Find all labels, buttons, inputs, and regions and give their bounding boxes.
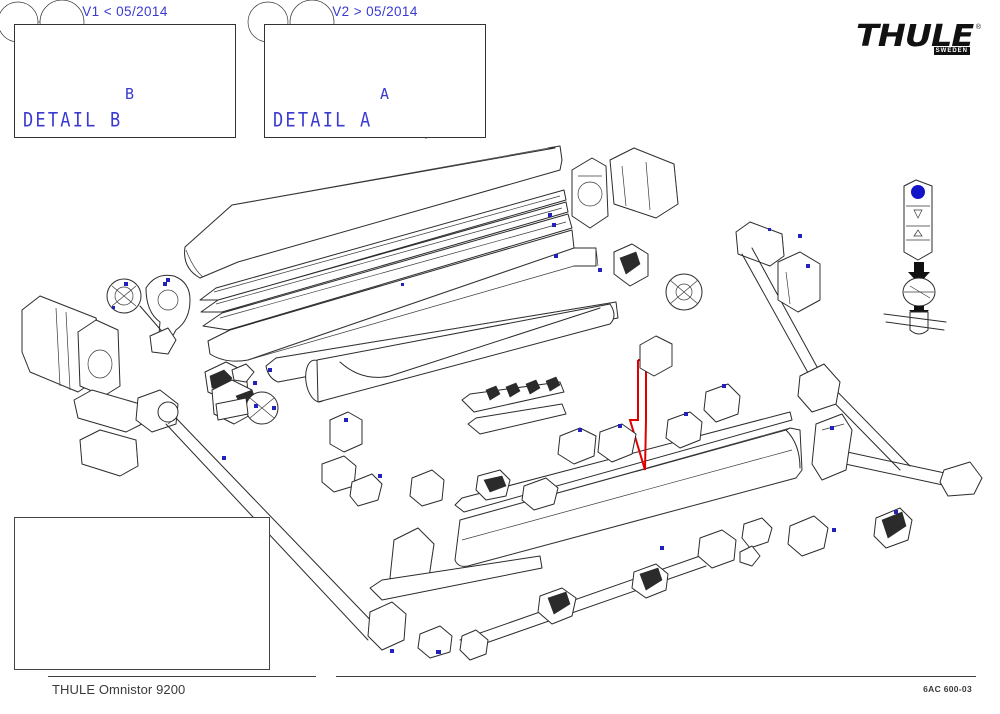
- support-arm-left-lower: [79, 429, 139, 477]
- gear-housing-left: [145, 274, 191, 349]
- detail-b-version-label: V1 < 05/2014: [82, 4, 168, 19]
- red-highlight-arrow: [628, 359, 647, 471]
- detail-box-b: V1 < 05/2014 DETAIL B: [14, 4, 236, 138]
- gear-wheel-right-centre: [665, 273, 703, 311]
- detail-box-a: V2 > 05/2014 DETAIL A: [264, 4, 486, 138]
- remote-holder: [902, 277, 936, 307]
- awning-cassette-body: [199, 189, 599, 362]
- product-title: THULE Omnistor 9200: [52, 682, 186, 697]
- front-rail-profile: [265, 301, 619, 383]
- detail-b-caption: DETAIL B: [23, 109, 123, 132]
- support-arm-right: [735, 221, 983, 497]
- thule-wordmark: THULE: [856, 19, 974, 54]
- detail-a-caption: DETAIL A: [273, 109, 373, 132]
- end-cap-right-outer: [571, 157, 609, 229]
- roller-tube-main: [454, 427, 803, 567]
- detail-a-letter: A: [380, 85, 390, 103]
- drive-shaft-left: [139, 305, 167, 337]
- wall-bracket: [883, 311, 947, 335]
- assembly-arrow-1: [908, 262, 930, 284]
- roller-tube-fabric: [305, 303, 615, 403]
- end-cap-right-inner: [609, 147, 679, 219]
- registered-trademark-icon: ®: [975, 24, 981, 31]
- fabric-clamp-strips: [461, 376, 741, 465]
- drawing-code: 6AC 600-03: [923, 684, 972, 694]
- awning-cassette-lid: [184, 145, 563, 279]
- cover-cap-right: [613, 243, 649, 287]
- highlighted-end-cap: [639, 335, 673, 377]
- footer-rule-right: [336, 676, 976, 678]
- gear-wheel-centre: [215, 391, 279, 425]
- detail-b-letter: B: [125, 85, 135, 103]
- bracket-row-middle: [321, 411, 559, 595]
- motor-detail-inset-frame: [14, 517, 270, 670]
- end-cap-left-inner: [77, 319, 121, 397]
- bracket-cluster-left: [204, 361, 255, 403]
- footer-rule-left: [48, 676, 316, 678]
- coupling-left: [149, 327, 177, 355]
- lead-rail-profile: [454, 411, 793, 513]
- thule-logo: THULE SWEDEN ®: [856, 22, 981, 56]
- tension-arm-assembly: [367, 507, 913, 661]
- end-cap-left-outer: [21, 295, 101, 393]
- roller-cap-left: [211, 379, 257, 425]
- detail-a-version-label: V2 > 05/2014: [332, 4, 418, 19]
- gear-wheel-left: [106, 278, 142, 314]
- assembly-arrow-2: [909, 306, 929, 320]
- motor-cover-right: [777, 251, 821, 313]
- remote-control: [903, 179, 933, 261]
- thule-sweden-tag: SWEDEN: [933, 47, 970, 55]
